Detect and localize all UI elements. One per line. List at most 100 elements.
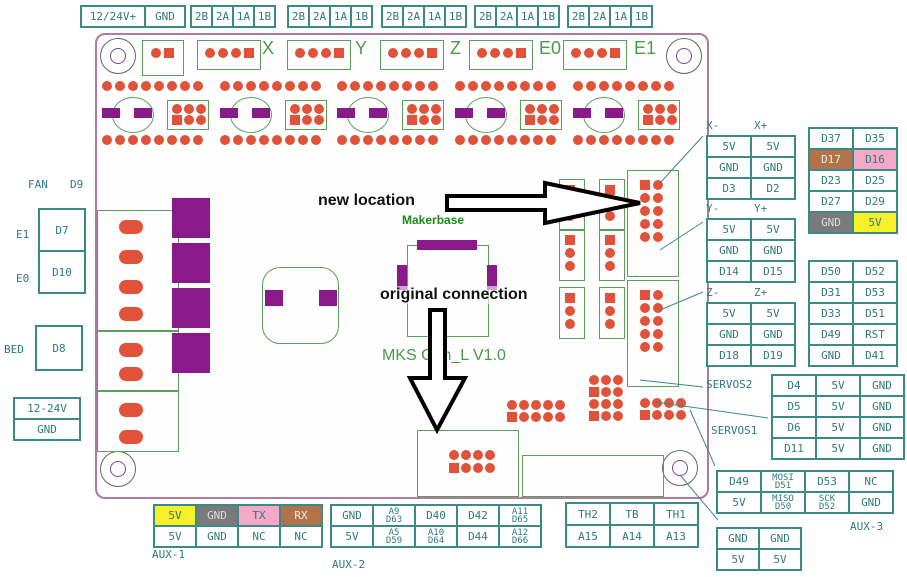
jumper-pin [525, 115, 535, 125]
mcu-pins [487, 265, 497, 290]
jumper-pin [643, 115, 653, 125]
driver-pin [285, 135, 295, 145]
pin-label: 2A [308, 5, 331, 28]
pin-label: D41 [852, 344, 898, 367]
endstop-plus-label: Y+ [754, 202, 768, 215]
aux2-pin [507, 400, 517, 410]
driver-pin [428, 81, 438, 91]
driver-pin [468, 135, 478, 145]
endstop-pin [605, 261, 615, 271]
jumper-pin [314, 104, 324, 114]
pin-label: A15 [565, 524, 611, 548]
mosfet-q3 [172, 243, 210, 283]
servo-pin [613, 387, 623, 397]
pin-label: D6 [771, 416, 817, 439]
pin-label: TX [237, 504, 281, 527]
microstep-jumper [520, 100, 562, 130]
axis-label-y: Y [355, 38, 368, 58]
driver-pin [246, 135, 256, 145]
driver-pin [599, 81, 609, 91]
driver-pin [481, 135, 491, 145]
aux2-pin [507, 412, 517, 422]
pin-label: 2B [567, 5, 590, 28]
pin-label: 2B [190, 5, 213, 28]
pin-label: 5V [716, 491, 762, 514]
driver-pin [193, 81, 203, 91]
servo-pin [601, 399, 611, 409]
driver-pin [376, 81, 386, 91]
mosfet-q1 [172, 198, 210, 238]
exp-pin [653, 316, 663, 326]
pin-label: RX [279, 504, 323, 527]
mounting-hole [100, 38, 136, 74]
endstop-connector [599, 229, 625, 281]
pin-label: D15 [750, 260, 796, 283]
pin-label: RST [852, 323, 898, 346]
pin-label: 1B [444, 5, 467, 28]
pin-label: 2B [287, 5, 310, 28]
aux2-pin [543, 400, 553, 410]
exp-pin [640, 342, 650, 352]
fan-label: FAN [28, 178, 48, 191]
connector-pin [151, 48, 161, 58]
pot-pad [455, 108, 473, 118]
motor-connector [287, 40, 351, 70]
exp-pin [640, 232, 650, 242]
connector-pin [295, 48, 305, 58]
connector-pin [490, 48, 500, 58]
pin-label: A13 [653, 524, 699, 548]
exp-pin [653, 232, 663, 242]
exp-pin [640, 219, 650, 229]
brand-logo: Makerbase [402, 213, 465, 227]
pin-label: D23 [808, 169, 854, 192]
driver-pin [363, 135, 373, 145]
endstop-pin [605, 211, 615, 221]
driver-pin [415, 135, 425, 145]
pin-label: GND [13, 418, 81, 441]
driver-pin [612, 81, 622, 91]
driver-pin [233, 81, 243, 91]
aux3-pin [640, 410, 650, 420]
power-terminal [97, 390, 179, 452]
driver-pin [455, 135, 465, 145]
pin-label: D49 [808, 323, 854, 346]
endstop-pin [605, 248, 615, 258]
jumper-pin [549, 115, 559, 125]
pin-label: D4 [771, 374, 817, 397]
driver-pin [350, 81, 360, 91]
arrow-down-icon [406, 308, 469, 435]
driver-pin [415, 81, 425, 91]
driver-pin [102, 135, 112, 145]
jumper-pin [655, 104, 665, 114]
driver-pin [220, 135, 230, 145]
pin-label: D29 [852, 190, 898, 213]
driver-pin [180, 135, 190, 145]
pin-label: 5V [852, 211, 898, 234]
driver-pin [455, 81, 465, 91]
pin-label: GND [706, 156, 752, 179]
power-input-pins: 12-24V GND [13, 397, 81, 441]
pin-label: D31 [808, 281, 854, 304]
pin-label: TB [609, 502, 655, 526]
pin-label: D17 [808, 148, 854, 171]
driver-pin [389, 135, 399, 145]
servo-pin [589, 399, 599, 409]
driver-pin [651, 135, 661, 145]
driver-pin [141, 81, 151, 91]
aux2-pin [543, 412, 553, 422]
driver-pin [128, 135, 138, 145]
driver-pin [573, 135, 583, 145]
jumper-pin [643, 104, 653, 114]
driver-pin [533, 135, 543, 145]
aux1-pin [485, 463, 495, 473]
jumper-pin [290, 104, 300, 114]
